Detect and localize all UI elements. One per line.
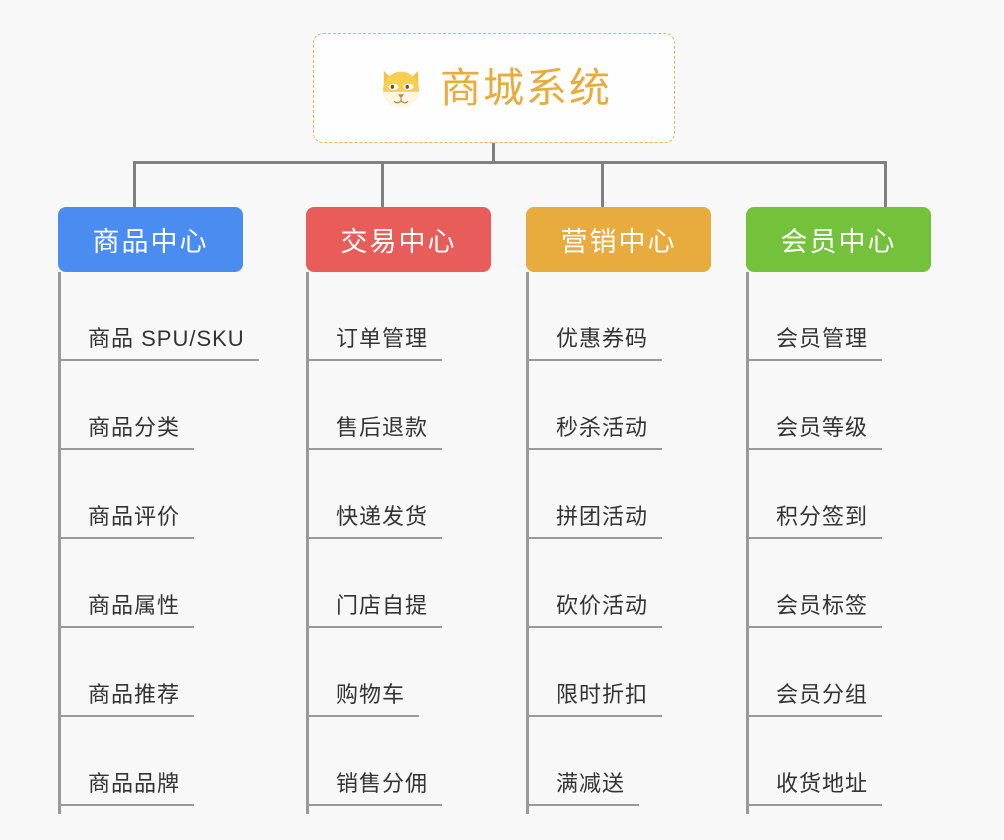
list-item[interactable]: 拼团活动	[526, 450, 711, 539]
leaf-list-member: 会员管理 会员等级 积分签到 会员标签 会员分组 收货地址	[746, 272, 931, 806]
root-title: 商城系统	[440, 64, 612, 111]
connector-root-stem	[492, 143, 495, 164]
leaf-label: 满减送	[556, 771, 626, 796]
category-column-marketing: 营销中心 优惠券码 秒杀活动 拼团活动 砍价活动 限时折扣 满减送	[526, 207, 711, 814]
list-item[interactable]: 销售分佣	[306, 717, 491, 806]
list-item[interactable]: 商品品牌	[58, 717, 243, 806]
list-item[interactable]: 会员标签	[746, 539, 931, 628]
list-item[interactable]: 秒杀活动	[526, 361, 711, 450]
column-trunk-line	[58, 272, 61, 814]
leaf-label: 商品属性	[88, 593, 181, 618]
leaf-label: 会员管理	[776, 326, 869, 351]
list-item[interactable]: 会员等级	[746, 361, 931, 450]
list-item[interactable]: 订单管理	[306, 272, 491, 361]
leaf-label: 商品 SPU/SKU	[88, 326, 245, 351]
leaf-label: 销售分佣	[336, 771, 429, 796]
category-column-trade: 交易中心 订单管理 售后退款 快递发货 门店自提 购物车 销售分佣	[306, 207, 491, 814]
category-header-label: 会员中心	[780, 227, 897, 257]
list-item[interactable]: 商品推荐	[58, 628, 243, 717]
list-item[interactable]: 满减送	[526, 717, 711, 806]
column-trunk-line	[526, 272, 529, 814]
leaf-label: 收货地址	[776, 771, 869, 796]
leaf-label: 会员等级	[776, 415, 869, 440]
list-item[interactable]: 商品属性	[58, 539, 243, 628]
category-header-marketing[interactable]: 营销中心	[526, 207, 711, 272]
list-item[interactable]: 砍价活动	[526, 539, 711, 628]
leaf-label: 订单管理	[336, 326, 429, 351]
leaf-label: 积分签到	[776, 504, 869, 529]
list-item[interactable]: 优惠券码	[526, 272, 711, 361]
category-column-member: 会员中心 会员管理 会员等级 积分签到 会员标签 会员分组 收货地址	[746, 207, 931, 814]
leaf-label: 砍价活动	[556, 593, 649, 618]
connector-drop-1	[133, 161, 136, 208]
category-header-product[interactable]: 商品中心	[58, 207, 243, 272]
leaf-label: 商品分类	[88, 415, 181, 440]
leaf-label: 优惠券码	[556, 326, 649, 351]
leaf-list-marketing: 优惠券码 秒杀活动 拼团活动 砍价活动 限时折扣 满减送	[526, 272, 711, 806]
list-item[interactable]: 积分签到	[746, 450, 931, 539]
category-header-label: 交易中心	[340, 227, 457, 257]
leaf-label: 秒杀活动	[556, 415, 649, 440]
column-trunk-line	[746, 272, 749, 814]
category-header-label: 营销中心	[560, 227, 677, 257]
leaf-list-trade: 订单管理 售后退款 快递发货 门店自提 购物车 销售分佣	[306, 272, 491, 806]
leaf-label: 门店自提	[336, 593, 429, 618]
list-item[interactable]: 快递发货	[306, 450, 491, 539]
leaf-label: 会员分组	[776, 682, 869, 707]
list-item[interactable]: 限时折扣	[526, 628, 711, 717]
leaf-label: 会员标签	[776, 593, 869, 618]
list-item[interactable]: 售后退款	[306, 361, 491, 450]
list-item[interactable]: 门店自提	[306, 539, 491, 628]
root-node[interactable]: 商城系统	[313, 33, 675, 143]
leaf-label: 商品推荐	[88, 682, 181, 707]
connector-horizontal-bus	[133, 161, 887, 164]
connector-drop-4	[884, 161, 887, 208]
list-item[interactable]: 商品 SPU/SKU	[58, 272, 259, 361]
leaf-label: 快递发货	[336, 504, 429, 529]
column-trunk-line	[306, 272, 309, 814]
leaf-label: 商品品牌	[88, 771, 181, 796]
leaf-label: 售后退款	[336, 415, 429, 440]
leaf-label: 拼团活动	[556, 504, 649, 529]
list-item[interactable]: 商品分类	[58, 361, 243, 450]
list-item[interactable]: 收货地址	[746, 717, 931, 806]
list-item[interactable]: 会员分组	[746, 628, 931, 717]
category-header-member[interactable]: 会员中心	[746, 207, 931, 272]
leaf-label: 限时折扣	[556, 682, 649, 707]
list-item[interactable]: 会员管理	[746, 272, 931, 361]
leaf-label: 商品评价	[88, 504, 181, 529]
list-item[interactable]: 商品评价	[58, 450, 243, 539]
category-header-label: 商品中心	[92, 227, 209, 257]
connector-drop-3	[601, 161, 604, 208]
connector-drop-2	[381, 161, 384, 208]
list-item[interactable]: 购物车	[306, 628, 491, 717]
dog-face-icon	[383, 70, 419, 108]
leaf-list-product: 商品 SPU/SKU 商品分类 商品评价 商品属性 商品推荐 商品品牌	[58, 272, 259, 806]
category-column-product: 商品中心 商品 SPU/SKU 商品分类 商品评价 商品属性 商品推荐 商品品牌	[58, 207, 259, 814]
leaf-label: 购物车	[336, 682, 406, 707]
category-header-trade[interactable]: 交易中心	[306, 207, 491, 272]
